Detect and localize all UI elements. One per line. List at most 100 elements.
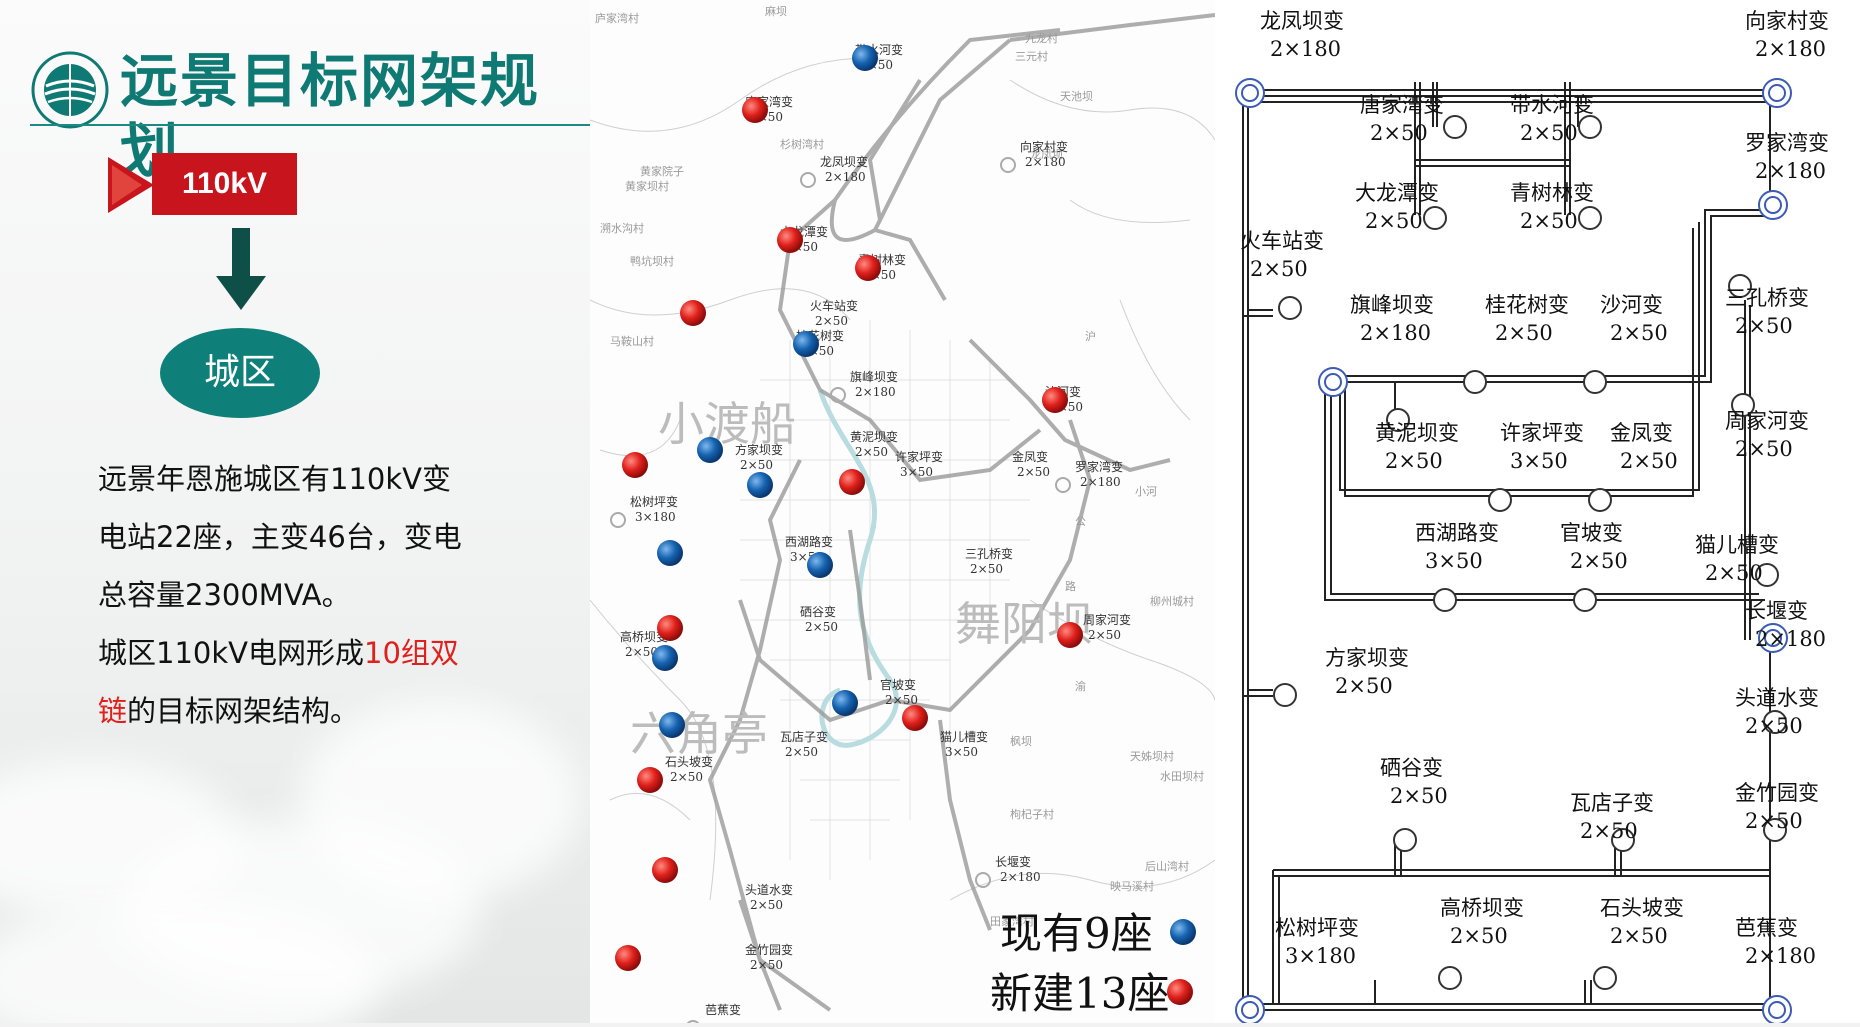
substation-hub-inner [1241, 1001, 1259, 1019]
station-planned-ring [1055, 477, 1071, 493]
existing-station-dot [807, 552, 833, 578]
substation-hub-inner [1768, 1001, 1786, 1019]
substation-node [1728, 274, 1752, 298]
diagram-node-name: 周家河变 [1725, 409, 1809, 433]
diagram-node-name: 旗峰坝变 [1350, 293, 1434, 317]
village-label: 后山湾村 [1145, 859, 1189, 873]
substation-node [1578, 115, 1602, 139]
diagram-node-capacity: 2×180 [1755, 159, 1826, 183]
title-underline [30, 124, 590, 126]
station-capacity: 2×50 [1088, 628, 1121, 642]
diagram-node-name: 桂花树变 [1485, 293, 1569, 317]
station-name: 官坡变 [880, 677, 916, 692]
existing-station-dot [852, 45, 878, 71]
substation-node [1443, 115, 1467, 139]
diagram-node-capacity: 2×50 [1385, 449, 1443, 473]
station-name: 三孔桥变 [965, 546, 1013, 561]
existing-station-dot [652, 645, 678, 671]
diagram-line [1273, 869, 1770, 877]
diagram-node-name: 许家坪变 [1500, 421, 1584, 445]
village-label: 庐家湾村 [595, 11, 639, 25]
substation-node [1731, 393, 1755, 417]
diagram-node-capacity: 2×50 [1520, 209, 1578, 233]
village-label: 映马溪村 [1110, 879, 1154, 893]
diagram-line [1272, 870, 1280, 1004]
station-name: 高桥坝变 [620, 629, 668, 644]
river [817, 389, 899, 748]
description-text-normal: 的目标网架结构。 [127, 694, 360, 728]
substation-node [1611, 828, 1635, 852]
substation-hub-inner [1324, 373, 1342, 391]
village-label: 天池坝 [1060, 89, 1093, 103]
diagram-node-capacity: 2×50 [1620, 449, 1678, 473]
substation-node [1433, 588, 1457, 612]
diagram-node-capacity: 2×50 [1495, 321, 1553, 345]
station-capacity: 2×50 [750, 898, 783, 912]
village-label: 枸杞子村 [1010, 807, 1054, 821]
cloud-decoration [300, 700, 580, 900]
substation-node [1463, 370, 1487, 394]
village-label: 黄家坝村 [625, 179, 669, 193]
existing-station-dot [832, 690, 858, 716]
diagram-node-name: 罗家湾变 [1745, 131, 1829, 155]
station-planned-ring [610, 512, 626, 528]
diagram-node-capacity: 2×50 [1335, 674, 1393, 698]
new-station-dot [680, 300, 706, 326]
area-label: 小渡船 [658, 397, 796, 451]
map-legend: 现有9座 新建13座 [990, 909, 1196, 1018]
new-station-dot [839, 469, 865, 495]
legend-existing-dot [1170, 919, 1196, 945]
diagram-line [1414, 82, 1421, 127]
village-label: 天姊坝村 [1130, 749, 1174, 763]
station-capacity: 3×50 [900, 465, 933, 479]
new-station-dot [1057, 622, 1083, 648]
new-station-dot [742, 97, 768, 123]
diagram-node-capacity: 2×50 [1390, 784, 1448, 808]
diagram-node-name: 高桥坝变 [1440, 896, 1524, 920]
existing-station-dot [657, 540, 683, 566]
transmission-lines [707, 13, 1215, 1012]
village-labels: 庐家湾村杉树湾村黄家院子溯水沟村黄家坝村鸭坑坝村马鞍山村三元村九龙村天池坝麻坝公… [595, 4, 1204, 928]
diagram-node-capacity: 2×180 [1755, 37, 1826, 61]
diagram-node-name: 向家村变 [1745, 9, 1829, 33]
diagram-line [1564, 82, 1571, 127]
station-name: 金凤变 [1012, 449, 1048, 464]
village-label: 龙凤坝 [1030, 147, 1063, 161]
company-logo [30, 50, 110, 134]
station-name: 周家河变 [1083, 612, 1131, 627]
diagram-node-name: 长堰变 [1745, 599, 1808, 623]
station-capacity: 2×50 [805, 620, 838, 634]
diagram-node-capacity: 2×50 [1250, 257, 1308, 281]
diagram-node-name: 沙河变 [1600, 293, 1663, 317]
diagram-node-name: 唐家湾变 [1360, 93, 1444, 117]
diagram-line [1584, 980, 1592, 1004]
substation-node [1593, 966, 1617, 990]
station-capacity: 2×50 [885, 693, 918, 707]
diagram-line [1273, 980, 1415, 1005]
village-label: 田家湾村 [990, 914, 1034, 928]
village-label: 黄家院子 [640, 164, 684, 178]
diagram-line [1432, 82, 1438, 127]
substation-node [1488, 488, 1512, 512]
station-planned-ring [975, 872, 991, 888]
diagram-node-capacity: 2×50 [1365, 209, 1423, 233]
station-name: 石头坡变 [665, 754, 713, 769]
substation-hub-inner [1241, 84, 1259, 102]
substation-node [1573, 588, 1597, 612]
existing-station-dot [747, 472, 773, 498]
new-station-dot [777, 227, 803, 253]
station-name: 罗家湾变 [1075, 459, 1123, 474]
substation-node [1763, 710, 1787, 734]
station-name: 芭蕉变 [705, 1002, 741, 1017]
diagram-node-capacity: 2×50 [1570, 549, 1628, 573]
substation-node [1588, 488, 1612, 512]
existing-station-dot [793, 331, 819, 357]
diagram-node-capacity: 2×180 [1360, 321, 1431, 345]
village-label: 杉树湾村 [780, 137, 824, 151]
village-label: 麻坝 [765, 4, 787, 18]
diagram-node-capacity: 2×50 [1610, 924, 1668, 948]
station-name: 头道水变 [745, 882, 793, 897]
description-line: 城区110kV电网形成10组双 [98, 624, 538, 682]
